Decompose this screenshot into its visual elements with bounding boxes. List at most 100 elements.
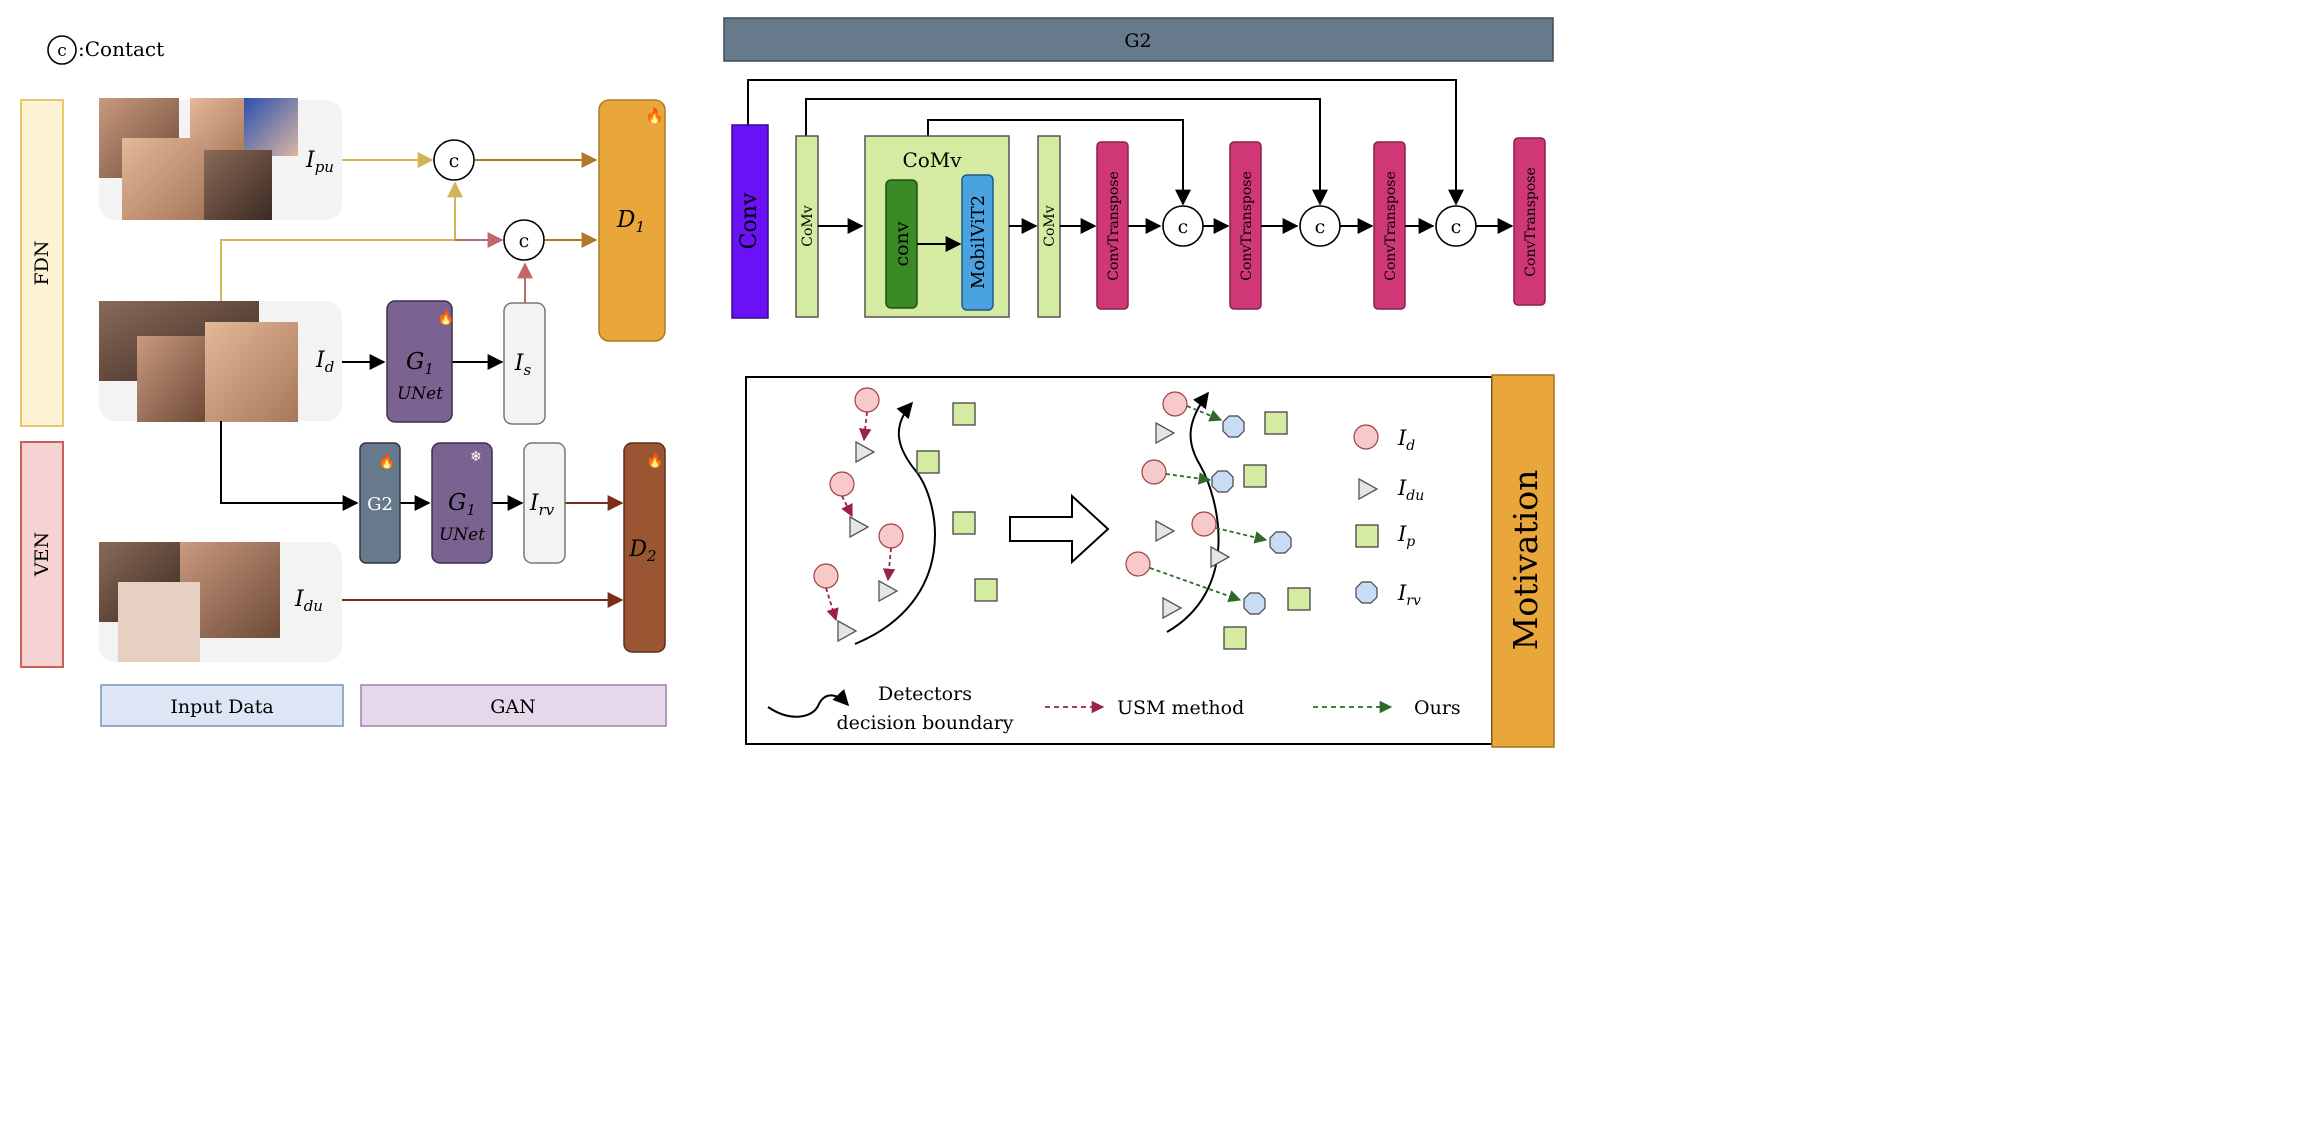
legend-idu-label: Idu	[1397, 476, 1424, 504]
svg-text:Conv: Conv	[737, 192, 762, 249]
svg-text:G2: G2	[367, 494, 393, 515]
motivation-label: Motivation	[1506, 470, 1545, 651]
legend-idu-marker	[1358, 477, 1379, 501]
g2-comv-small-1: CoMv	[795, 135, 819, 318]
ipu-label: Ipu	[305, 148, 334, 176]
ours-du-triangles	[1155, 421, 1231, 620]
usm-scene	[813, 387, 998, 645]
svg-text:UNet: UNet	[439, 525, 485, 545]
id-label: Id	[315, 348, 334, 376]
input-data-label: Input Data	[170, 696, 273, 718]
svg-text:conv: conv	[891, 221, 913, 266]
motivation-legend: Id Idu Ip Irv	[1353, 424, 1424, 609]
svg-text:G1: G1	[406, 349, 434, 378]
svg-text:c: c	[449, 150, 460, 172]
svg-text:UNet: UNet	[397, 384, 443, 404]
g2-convtranspose-3: ConvTranspose	[1373, 141, 1406, 310]
svg-text:G1: G1	[448, 490, 476, 519]
g2-comv-block: CoMv conv MobilViT2	[864, 135, 1010, 318]
idu-label: Idu	[294, 587, 323, 615]
g2-comv-small-2: CoMv	[1037, 135, 1061, 318]
g1-unet-bottom: G1 UNet ❄	[431, 442, 493, 564]
g2-skip-connections	[747, 79, 1464, 206]
ours-legend-label: Ours	[1414, 697, 1461, 719]
boundary-legend-line2: decision boundary	[836, 712, 1013, 734]
left-connectors	[220, 152, 624, 608]
legend-id-label: Id	[1397, 426, 1415, 454]
trainable-flame-icon: 🔥	[646, 452, 663, 469]
svg-text:Irv: Irv	[529, 491, 555, 519]
legend-ip-marker	[1355, 524, 1379, 548]
svg-text:D2: D2	[628, 537, 656, 565]
contact-legend: c :Contact	[47, 35, 164, 65]
motivation-panel	[745, 376, 1493, 745]
concat-node-mid: c	[503, 219, 545, 261]
g2-convtranspose-2: ConvTranspose	[1229, 141, 1262, 310]
ours-scene	[1125, 391, 1311, 650]
g1-unet-top: G1 UNet 🔥	[386, 300, 454, 423]
svg-text:Is: Is	[514, 351, 532, 379]
contact-legend-circle	[47, 35, 77, 65]
boundary-legend-line1: Detectors	[878, 683, 972, 705]
g2-block-left: G2 🔥	[359, 442, 401, 564]
input-data-label-box: Input Data	[100, 684, 344, 727]
svg-text:D1: D1	[616, 207, 645, 236]
svg-text:c: c	[1315, 216, 1326, 238]
irv-block: Irv	[523, 442, 566, 564]
svg-text:CoMv: CoMv	[800, 205, 816, 246]
legend-id-marker	[1353, 424, 1379, 450]
concat-node-top: c	[433, 139, 475, 181]
svg-text:c: c	[1451, 216, 1462, 238]
motivation-footer: Detectors decision boundary USM method O…	[767, 683, 1461, 734]
g2-convtranspose-4: ConvTranspose	[1513, 137, 1546, 306]
d1-discriminator: D1 🔥	[598, 99, 666, 342]
ours-pairs	[1125, 391, 1292, 615]
fdn-label-box: FDN	[20, 99, 64, 427]
legend-ip-label: Ip	[1397, 522, 1415, 550]
idu-face-collage	[99, 542, 280, 662]
fdn-label: FDN	[31, 240, 53, 285]
contact-legend-label: :Contact	[78, 37, 164, 61]
svg-text:ConvTranspose: ConvTranspose	[1106, 171, 1122, 281]
g2-concat-3: c	[1435, 205, 1477, 247]
trainable-flame-icon: 🔥	[437, 309, 454, 326]
trainable-flame-icon: 🔥	[645, 107, 664, 125]
decision-boundary-curve	[854, 401, 936, 645]
id-face-collage	[99, 301, 298, 422]
g2-inner-mobilevit	[961, 174, 994, 311]
svg-text:ConvTranspose: ConvTranspose	[1383, 171, 1399, 281]
gan-label-box: GAN	[360, 684, 667, 727]
usm-positive-squares	[916, 402, 998, 602]
d2-discriminator: D2 🔥	[623, 442, 666, 653]
contact-legend-symbol: c	[57, 41, 67, 61]
svg-text:MobilViT2: MobilViT2	[968, 195, 989, 289]
boundary-legend-icon	[767, 688, 850, 718]
svg-text:ConvTranspose: ConvTranspose	[1523, 167, 1539, 277]
g2-detail-header: G2	[723, 17, 1554, 62]
legend-irv-marker	[1355, 581, 1378, 604]
g2-conv-block: Conv	[731, 124, 769, 319]
g2-detail-title: G2	[1124, 30, 1151, 52]
frozen-snowflake-icon: ❄	[470, 449, 482, 465]
g2-convtranspose-1: ConvTranspose	[1096, 141, 1129, 310]
ven-label-box: VEN	[20, 441, 64, 668]
g2-concat-2: c	[1299, 205, 1341, 247]
svg-text:c: c	[519, 230, 530, 252]
usm-legend-label: USM method	[1117, 697, 1244, 719]
diagram-canvas: c :Contact FDN VEN Ipu Id Idu	[20, 17, 1555, 748]
motivation-side-label-box: Motivation	[1491, 374, 1555, 748]
svg-text:c: c	[1178, 216, 1189, 238]
gan-label: GAN	[490, 696, 536, 718]
usm-pairs	[813, 387, 904, 643]
ven-label: VEN	[31, 532, 53, 577]
is-block: Is	[503, 302, 546, 425]
svg-text:ConvTranspose: ConvTranspose	[1239, 171, 1255, 281]
legend-irv-label: Irv	[1397, 581, 1421, 609]
trainable-flame-icon: 🔥	[378, 453, 395, 470]
transition-arrow	[1009, 493, 1110, 565]
svg-text:CoMv: CoMv	[902, 148, 962, 172]
ours-positive-squares	[1223, 411, 1311, 650]
g2-concat-1: c	[1162, 205, 1204, 247]
svg-text:CoMv: CoMv	[1042, 205, 1058, 246]
ipu-face-collage	[99, 98, 298, 220]
